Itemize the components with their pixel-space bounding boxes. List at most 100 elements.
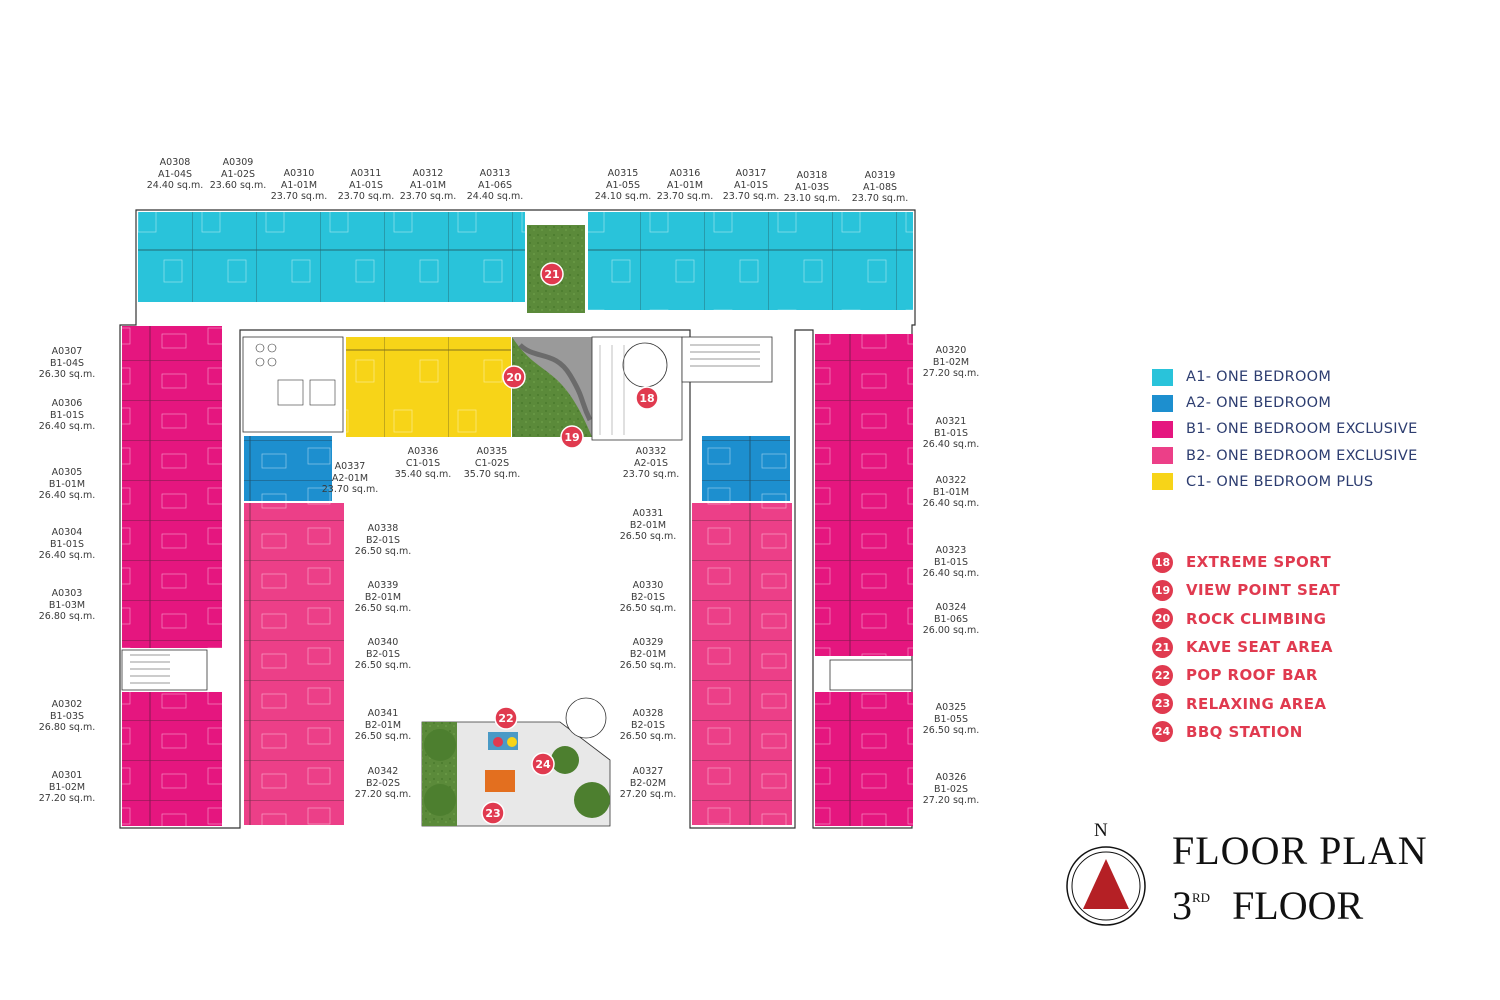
pin-20 [502, 365, 526, 389]
unit-type: B2-02M [629, 777, 667, 789]
unit-code: A0303 [51, 588, 83, 599]
unit-type: B2-01M [364, 591, 402, 603]
unit-code: A0325 [935, 702, 967, 713]
amenity-label: POP ROOF BAR [1186, 666, 1318, 685]
unit-area: 24.10 sq.m. [594, 191, 652, 202]
unit-area: 23.70 sq.m. [399, 191, 457, 202]
unit-code: A0330 [632, 580, 664, 591]
unit-area: 23.70 sq.m. [337, 191, 395, 202]
unit-type: B1-02S [933, 783, 969, 795]
unit-code: A0338 [367, 523, 399, 534]
unit-area: 27.20 sq.m. [354, 789, 412, 800]
unit-type: B2-01S [630, 591, 666, 603]
unit-area: 26.50 sq.m. [619, 660, 677, 671]
unit-code: A0326 [935, 772, 967, 783]
unit-code: A0302 [51, 699, 83, 710]
pin-24 [531, 752, 555, 776]
unit-area: 26.00 sq.m. [922, 625, 980, 636]
unit-code: A0311 [350, 168, 382, 179]
pin-18 [635, 386, 659, 410]
unit-area: 24.40 sq.m. [146, 180, 204, 191]
unit-area: 26.40 sq.m. [922, 568, 980, 579]
unit-type: C1-01S [405, 457, 441, 469]
unit-code: A0307 [51, 346, 83, 357]
pin-22 [494, 706, 518, 730]
unit-type: B1-02M [48, 781, 86, 793]
roof-garden [421, 697, 611, 827]
legend-item: B1- ONE BEDROOM EXCLUSIVE [1152, 416, 1482, 442]
unit-area: 23.70 sq.m. [722, 191, 780, 202]
top-wing-a1 [138, 212, 913, 313]
amenity-number: 20 [1152, 608, 1173, 630]
unit-code: A0317 [735, 168, 767, 179]
unit-type: B1-05S [933, 713, 969, 725]
unit-type: B1-03M [48, 599, 86, 611]
svg-text:23: 23 [485, 807, 500, 820]
unit-area: 26.40 sq.m. [922, 498, 980, 509]
unit-area: 27.20 sq.m. [922, 795, 980, 806]
amenity-number: 22 [1152, 664, 1173, 686]
unit-area: 23.70 sq.m. [270, 191, 328, 202]
unit-type: B1-04S [49, 357, 85, 369]
unit-area: 23.70 sq.m. [656, 191, 714, 202]
legend-label: B1- ONE BEDROOM EXCLUSIVE [1186, 421, 1418, 438]
svg-text:21: 21 [544, 268, 559, 281]
unit-area: 26.50 sq.m. [354, 603, 412, 614]
unit-code: A0312 [412, 168, 444, 179]
plan-title: FLOOR PLAN [1172, 828, 1428, 873]
unit-code: A0310 [283, 168, 315, 179]
unit-type: A1-05S [605, 179, 641, 191]
unit-code: A0319 [864, 170, 896, 181]
unit-area: 35.70 sq.m. [463, 469, 521, 480]
unit-type: B1-01M [932, 486, 970, 498]
unit-type: B1-01M [48, 478, 86, 490]
unit-type: B2-01M [629, 648, 667, 660]
amenity-label: ROCK CLIMBING [1186, 609, 1327, 628]
unit-code: A0332 [635, 446, 667, 457]
unit-area: 23.60 sq.m. [209, 180, 267, 191]
legend-item: C1- ONE BEDROOM PLUS [1152, 469, 1482, 495]
unit-type: B1-01S [933, 427, 969, 439]
unit-area: 26.50 sq.m. [619, 731, 677, 742]
stair-core-right [829, 659, 913, 691]
amenity-label: BBQ STATION [1186, 722, 1303, 741]
building-outline [119, 209, 916, 829]
amenity-number: 19 [1152, 579, 1173, 601]
unit-type-legend: A1- ONE BEDROOM A2- ONE BEDROOM B1- ONE … [1152, 364, 1482, 495]
unit-code: A0327 [632, 766, 664, 777]
unit-type: A1-01M [280, 179, 318, 191]
unit-area: 26.80 sq.m. [38, 722, 96, 733]
legend-swatch [1152, 368, 1173, 386]
unit-area: 26.50 sq.m. [354, 660, 412, 671]
unit-code: A0331 [632, 508, 664, 519]
unit-code: A0339 [367, 580, 399, 591]
unit-area: 26.40 sq.m. [922, 439, 980, 450]
amenity-number: 24 [1152, 721, 1173, 743]
unit-type: B1-01S [933, 556, 969, 568]
service-core [242, 336, 344, 433]
unit-area: 35.40 sq.m. [394, 469, 452, 480]
unit-type: B1-03S [49, 710, 85, 722]
legend-item: B2- ONE BEDROOM EXCLUSIVE [1152, 443, 1482, 469]
unit-type: B2-02S [365, 777, 401, 789]
